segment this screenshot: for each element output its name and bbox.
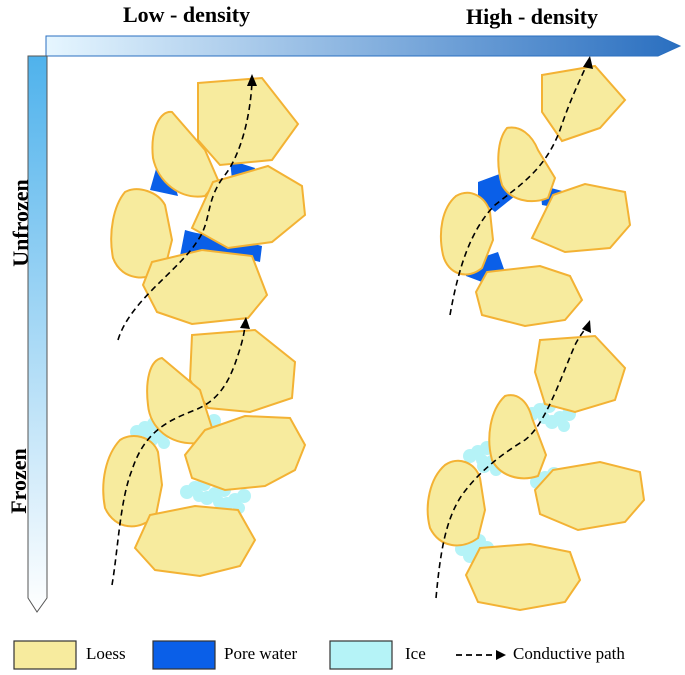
- legend-swatch-ice: [329, 640, 393, 670]
- legend-swatch-loess: [13, 640, 77, 670]
- legend-swatch-pore-water: [152, 640, 216, 670]
- conductive-path: [449, 61, 589, 316]
- legend: [13, 640, 506, 670]
- header-high-density: High - density: [466, 4, 599, 29]
- panel-frozen-high-density: [426, 320, 646, 612]
- conductive-path: [111, 321, 246, 586]
- conductive-path: [435, 325, 588, 599]
- legend-label-ice: Ice: [405, 644, 426, 663]
- arrowhead-icon: [496, 650, 506, 660]
- density-arrow: [45, 35, 682, 57]
- legend-label-pore-water: Pore water: [224, 644, 298, 663]
- conductive-path: [117, 81, 253, 341]
- loess-particles: [426, 334, 646, 612]
- legend-label-conductive-path: Conductive path: [513, 644, 625, 663]
- arrowhead-icon: [240, 317, 250, 329]
- row-label-unfrozen: Unfrozen: [8, 179, 33, 267]
- loess-particles: [440, 64, 632, 328]
- arrowhead-icon: [582, 320, 591, 333]
- arrowhead-icon: [247, 74, 257, 86]
- panel-frozen-low-density: [102, 317, 307, 586]
- panel-unfrozen-low-density: [110, 74, 307, 341]
- loess-particles: [102, 328, 307, 578]
- temperature-arrow: [27, 55, 48, 613]
- loess-particles: [110, 76, 307, 326]
- arrowhead-icon: [583, 56, 593, 69]
- row-label-frozen: Frozen: [6, 448, 31, 514]
- header-low-density: Low - density: [123, 2, 251, 27]
- legend-label-loess: Loess: [86, 644, 126, 663]
- panel-unfrozen-high-density: [440, 56, 632, 328]
